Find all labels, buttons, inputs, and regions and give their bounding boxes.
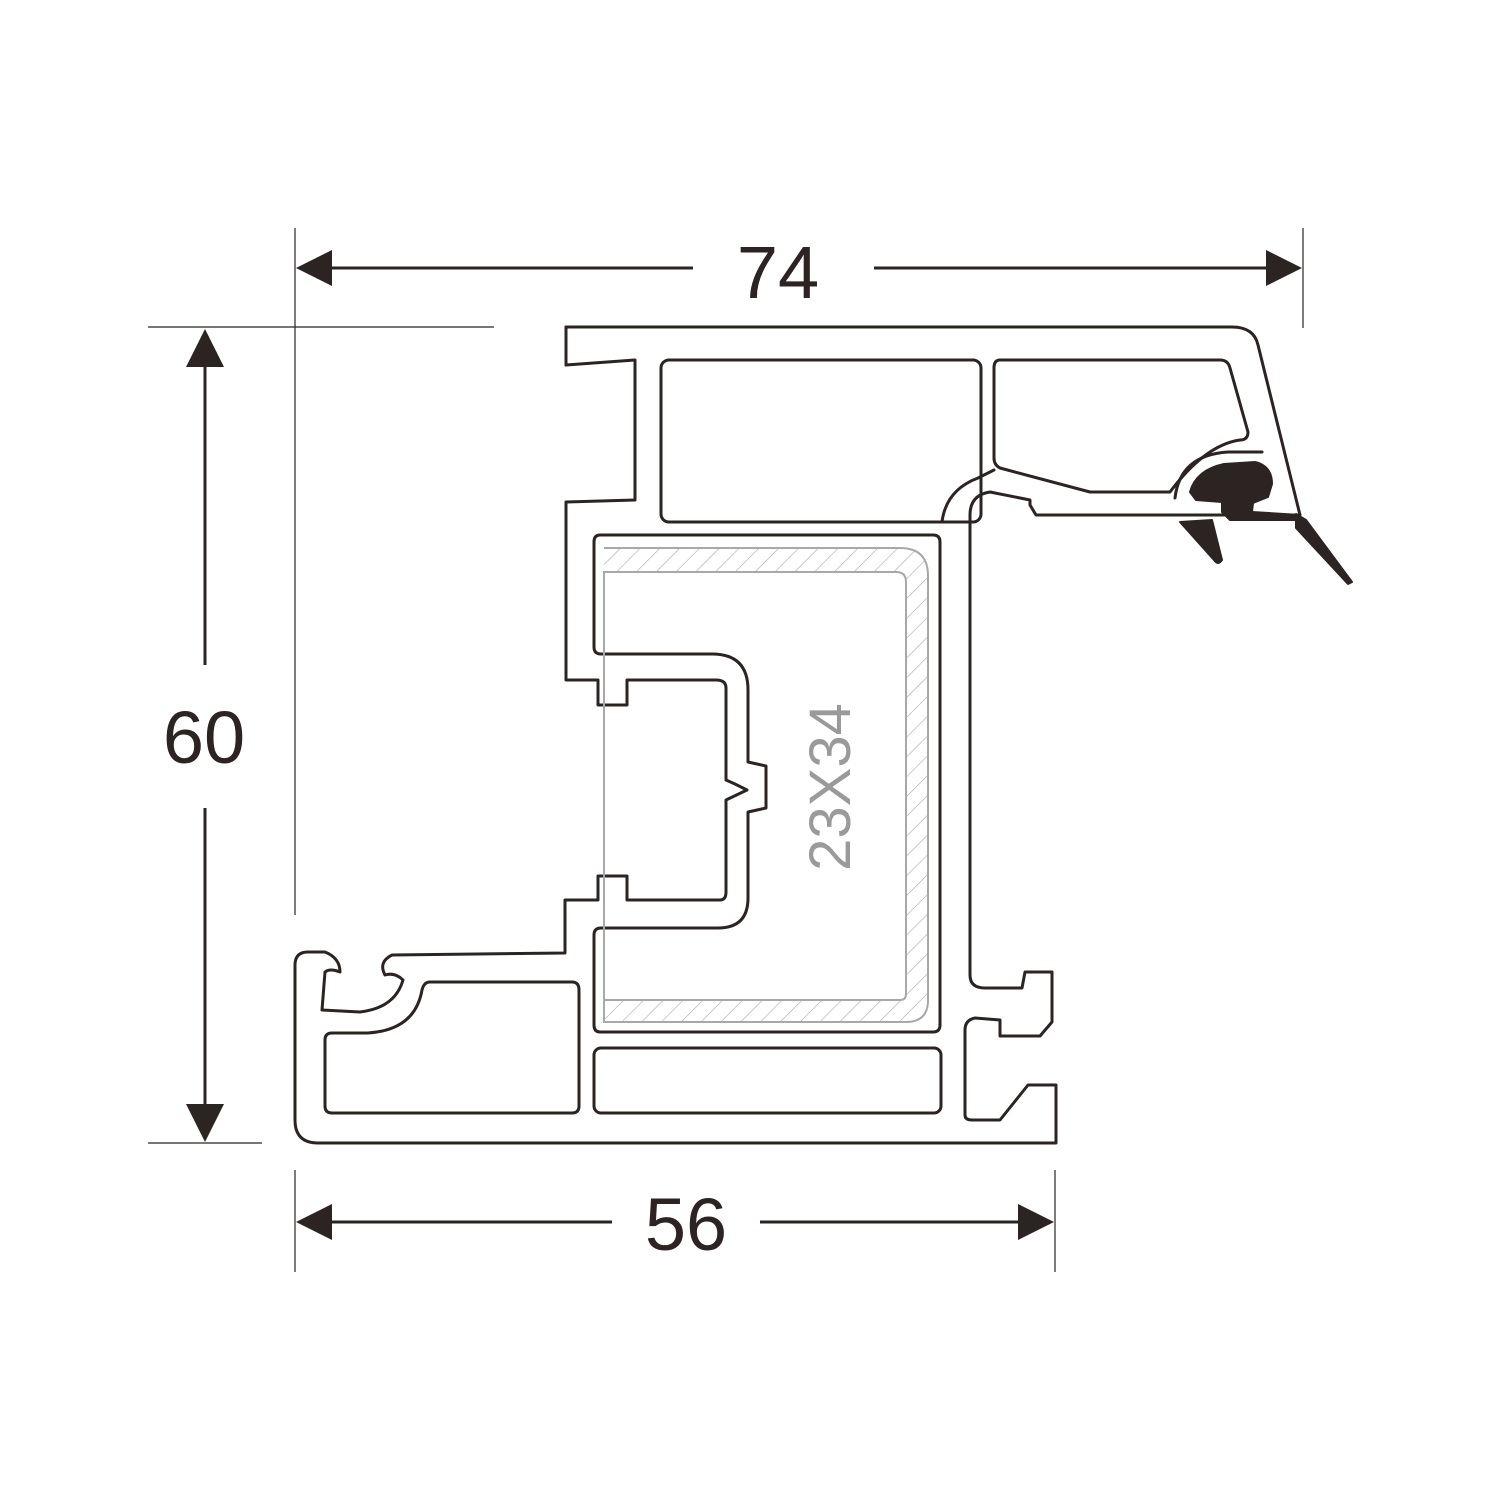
dimension-left-label: 60 xyxy=(163,696,245,779)
reinforcement-size-label: 23X34 xyxy=(798,703,863,871)
arrow-left-icon xyxy=(296,250,332,286)
steel-reinforcement: 23X34 xyxy=(603,547,929,1023)
arrow-down-icon xyxy=(186,1104,224,1142)
reinforcement-pocket xyxy=(592,533,942,1034)
arrow-right-bottom-icon xyxy=(1018,1204,1054,1240)
profile-outline xyxy=(293,325,1302,1145)
reinforcement-outer-edge xyxy=(603,547,929,1023)
inner-wall-connector xyxy=(940,468,996,524)
gasket-inner-curve xyxy=(1173,450,1264,500)
extension-lines xyxy=(148,228,1304,1272)
dimension-bottom: 56 xyxy=(296,1183,1054,1266)
profile-outer-contour xyxy=(293,325,1302,1145)
gasket-lip-right xyxy=(1295,513,1353,585)
arrow-up-icon xyxy=(186,329,224,367)
dimension-left: 60 xyxy=(163,329,245,1142)
gasket-lip-left xyxy=(1179,519,1223,564)
gasket-body xyxy=(1189,461,1301,521)
chamber-top-left xyxy=(659,358,983,524)
chamber-bottom-middle xyxy=(592,1046,943,1115)
gasket-seal xyxy=(1173,450,1353,585)
arrow-left-bottom-icon xyxy=(296,1204,332,1240)
dimension-top: 74 xyxy=(296,231,1302,314)
chamber-bottom-left xyxy=(323,980,581,1115)
dimension-bottom-label: 56 xyxy=(645,1183,727,1266)
reinforcement-inner-edge xyxy=(603,571,907,1001)
arrow-right-icon xyxy=(1266,250,1302,286)
dimension-top-label: 74 xyxy=(737,231,819,314)
